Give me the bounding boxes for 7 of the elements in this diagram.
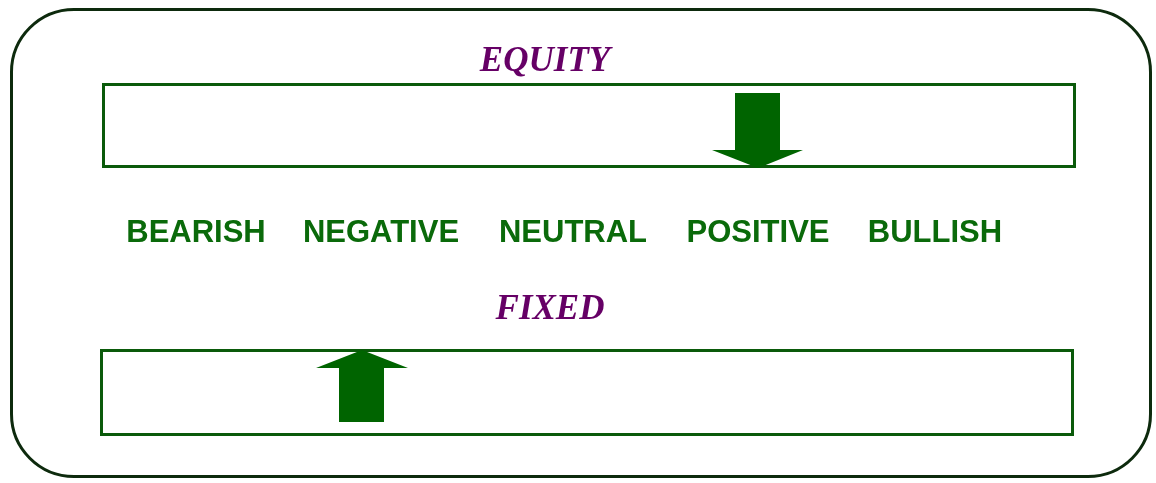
scale-label: BULLISH — [867, 214, 1003, 250]
scale-heading: FIXED — [495, 288, 605, 328]
scale-label: NEGATIVE — [302, 214, 460, 250]
scale-label: NEUTRAL — [498, 214, 648, 250]
scale-label: POSITIVE — [686, 214, 830, 250]
scale-heading: EQUITY — [479, 40, 611, 80]
scale-label: BEARISH — [126, 214, 266, 250]
